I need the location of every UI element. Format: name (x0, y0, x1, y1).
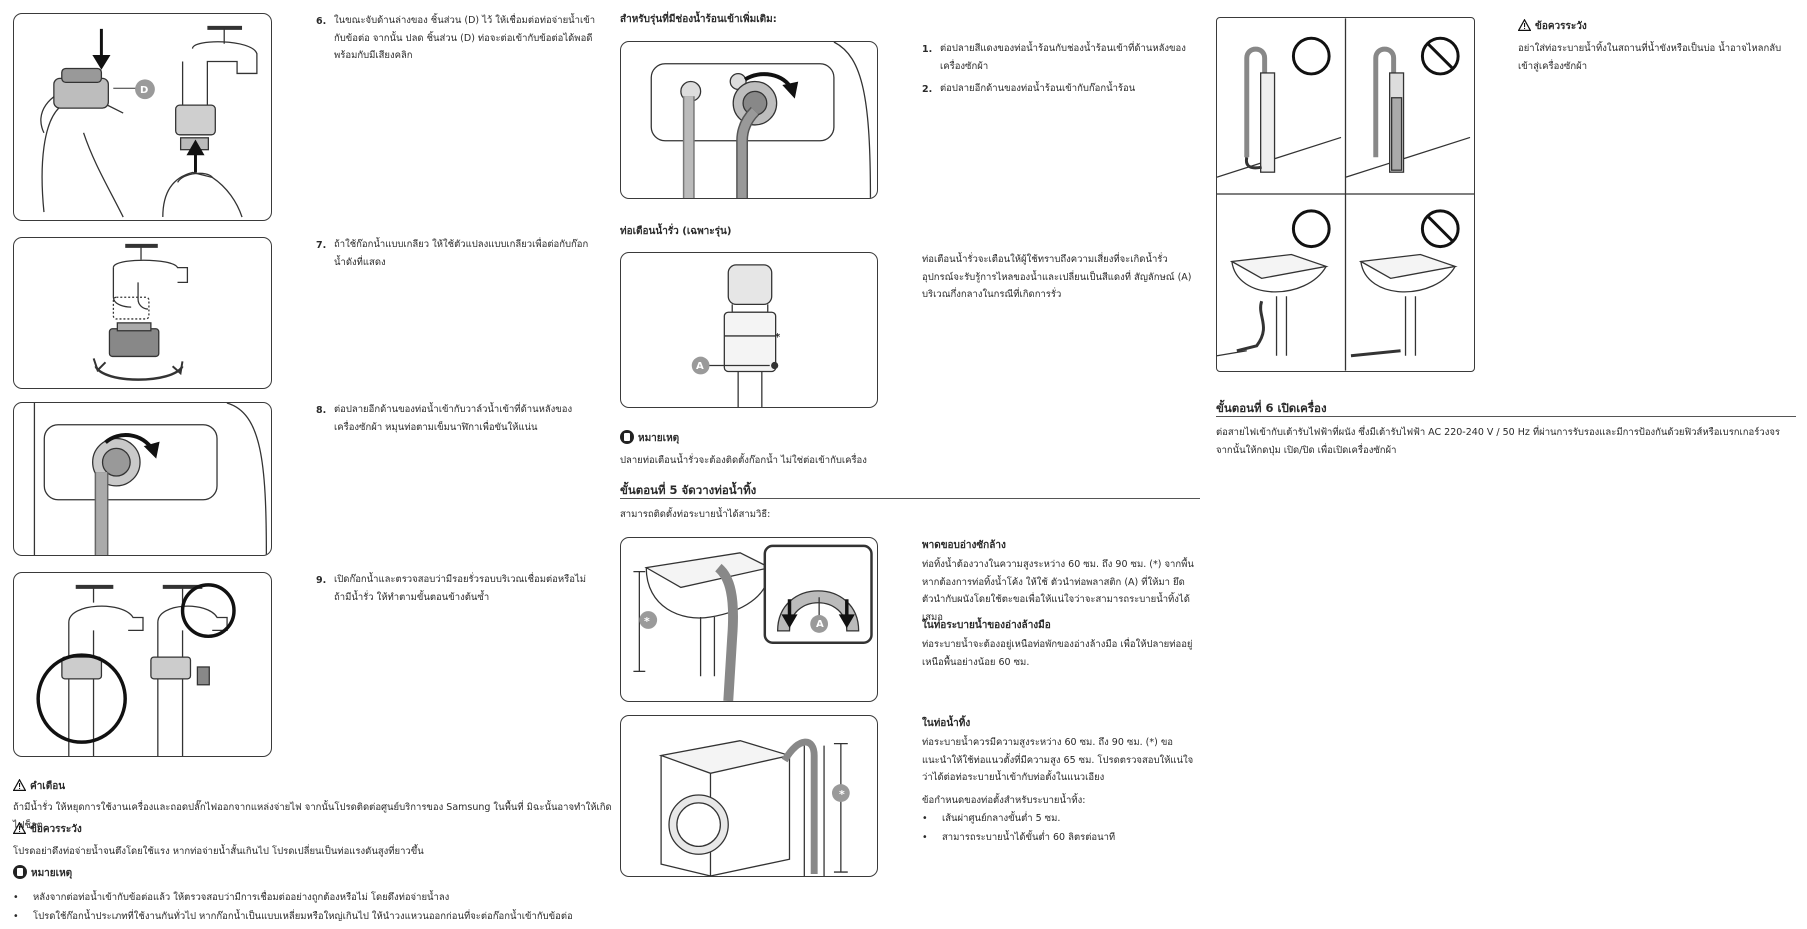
caution-heading: ข้อควรระวัง (1518, 18, 1587, 36)
label-a: A (696, 361, 704, 372)
warning-heading: คำเตือน (13, 778, 65, 796)
inlet-valve-drawing (33, 403, 268, 555)
caution-text: โปรดอย่าดึงท่อจ่ายน้ำจนตึงโดยใช้แรง หากท… (13, 846, 424, 857)
label-star: * (644, 615, 650, 628)
leak-hose-heading: ท่อเตือนน้ำรั่ว (เฉพาะรุ่น) (620, 226, 732, 237)
illustration-connector-part-d: D (13, 13, 272, 221)
caution-text: อย่าใส่ท่อระบายน้ำทิ้งในสถานที่น้ำขังหรื… (1518, 43, 1782, 72)
connector-drawing (40, 25, 258, 218)
warning-text: ถ้ามีน้ำรั่ว ให้หยุดการใช้งานเครื่องและถ… (13, 802, 612, 831)
step6-text: ในขณะจับด้านล่างของ ชิ้นส่วน (D) ไว้ ให้… (334, 15, 596, 62)
step6-number: 6. (316, 16, 327, 27)
illustration-leak-hose: A * (620, 252, 878, 408)
pipe-requirement: ข้อกำหนดของท่อตั้งสำหรับระบายน้ำทิ้ง: (922, 795, 1086, 806)
caution-icon (1518, 19, 1531, 31)
pipe-item: เส้นผ่าศูนย์กลางขั้นต่ำ 5 ซม. (922, 811, 1200, 828)
hot-item-text: ต่อปลายสีแดงของท่อน้ำร้อนกับช่องน้ำร้อนเ… (940, 43, 1186, 72)
sink-text: ท่อทิ้งน้ำต้องวางในความสูงระหว่าง 60 ซม.… (922, 559, 1194, 623)
caution-title: ข้อควรระวัง (30, 824, 82, 835)
caution-title: ข้อควรระวัง (1535, 21, 1587, 32)
label-a: A (816, 619, 824, 630)
step9-number: 9. (316, 575, 327, 586)
step9-text: เปิดก๊อกน้ำและตรวจสอบว่ามีรอยรั่วรอบบริเ… (334, 574, 586, 603)
note-title: หมายเหตุ (638, 433, 680, 444)
step5-title: ขั้นตอนที่ 5 จัดวางท่อน้ำทิ้ง (620, 483, 757, 497)
branch-heading: ในท่อระบายน้ำของอ่างล้างมือ (922, 620, 1051, 631)
leak-hose-text: ท่อเตือนน้ำรั่วจะเตือนให้ผู้ใช้ทราบถึงคว… (922, 254, 1192, 301)
label-star: * (775, 332, 781, 343)
pipe-text: ท่อระบายน้ำควรมีความสูงระหว่าง 60 ซม. ถึ… (922, 737, 1194, 784)
hot-water-inlet-drawing (650, 42, 872, 198)
warning-icon (13, 779, 26, 791)
step8-text: ต่อปลายอีกด้านของท่อน้ำเข้ากับวาล์วน้ำเข… (334, 404, 573, 433)
hot-water-heading: สำหรับรุ่นที่มีช่องน้ำร้อนเข้าเพิ่มเติม: (620, 14, 777, 25)
drain-dos-donts-drawing (1217, 18, 1474, 371)
note-item: โปรดใช้ก๊อกน้ำประเภทที่ใช้งานกันทั่วไป ห… (13, 909, 613, 926)
adaptor-drawing (92, 243, 189, 381)
caution-heading: ข้อควรระวัง (13, 821, 82, 839)
divider (620, 498, 1200, 499)
illustration-inlet-valve (13, 402, 272, 556)
standpipe-drawing (658, 738, 850, 876)
sink-heading: พาดขอบอ่างซักล้าง (922, 540, 1006, 551)
note-heading: หมายเหตุ (13, 865, 72, 883)
illustration-sink-edge: * A (620, 537, 878, 702)
pipe-heading: ในท่อน้ำทิ้ง (922, 718, 971, 729)
label-d: D (140, 85, 149, 96)
step5-intro: สามารถติดตั้งท่อระบายน้ำได้สามวิธี: (620, 509, 771, 520)
illustration-standpipe: * (620, 715, 878, 877)
leak-check-drawing (36, 583, 236, 756)
note-icon (13, 865, 27, 879)
label-star: * (839, 788, 845, 801)
warning-title: คำเตือน (30, 781, 66, 792)
hot-item-number: 1. (922, 44, 933, 55)
step8-number: 8. (316, 405, 327, 416)
step6-power-text: ต่อสายไฟเข้ากับเต้ารับไฟฟ้าที่ผนัง ซึ่งม… (1216, 427, 1781, 456)
leak-hose-drawing (691, 264, 779, 407)
note-title: หมายเหตุ (31, 868, 73, 879)
divider (1216, 416, 1796, 417)
step7-text: ถ้าใช้ก๊อกน้ำแบบเกลียว ให้ใช้ตัวแปลงแบบเ… (334, 239, 589, 268)
pipe-item: สามารถระบายน้ำได้ขั้นต่ำ 60 ลิตรต่อนาที (922, 830, 1200, 847)
note-heading: หมายเหตุ (620, 430, 679, 448)
hot-item-number: 2. (922, 84, 933, 95)
step7-number: 7. (316, 240, 327, 251)
illustration-leak-check (13, 572, 272, 757)
illustration-threaded-adaptor (13, 237, 272, 389)
note-item: หลังจากต่อท่อน้ำเข้ากับข้อต่อแล้ว ให้ตรว… (13, 890, 613, 907)
caution-icon (13, 822, 26, 834)
note-text: ปลายท่อเตือนน้ำรั่วจะต้องติดตั้งก๊อกน้ำ … (620, 455, 867, 466)
hot-item-text: ต่อปลายอีกด้านของท่อน้ำร้อนเข้ากับก๊อกน้… (940, 83, 1136, 94)
note-icon (620, 430, 634, 444)
step6-title: ขั้นตอนที่ 6 เปิดเครื่อง (1216, 401, 1327, 415)
illustration-drain-dos-donts (1216, 17, 1475, 372)
sink-edge-drawing (633, 544, 873, 701)
branch-text: ท่อระบายน้ำจะต้องอยู่เหนือท่อพักของอ่างล… (922, 639, 1193, 668)
illustration-hot-water-inlet (620, 41, 878, 199)
